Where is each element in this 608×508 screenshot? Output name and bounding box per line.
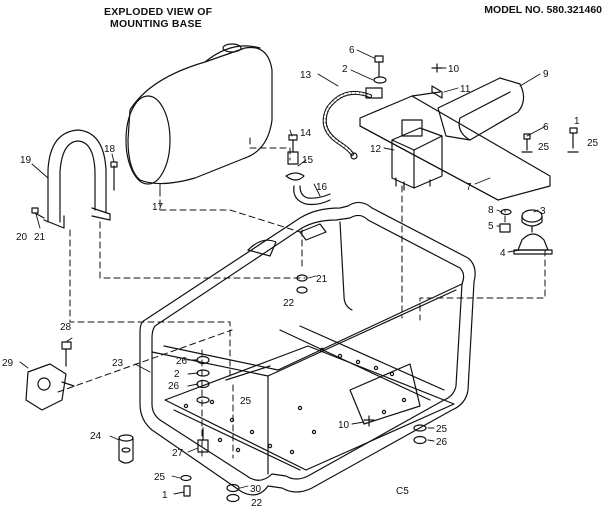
screw-1-right [567,127,579,153]
callout-17: 17 [152,202,164,213]
callout-30: 30 [250,484,262,495]
washer-21-center [296,274,308,282]
engine-cover [437,77,525,141]
callout-1-right: 1 [574,116,580,127]
starter-solenoid-29 [25,363,75,411]
callout-ticks [19,49,547,495]
callout-25-mid: 25 [240,396,252,407]
callout-4: 4 [500,248,506,259]
screw-6-right [521,133,533,153]
figure-code: C5 [396,486,409,497]
callout-22-low: 22 [251,498,263,508]
callout-1-low: 1 [162,490,168,501]
callout-26-right: 26 [436,437,448,448]
washer-25-low [180,474,192,482]
callout-27: 27 [172,448,184,459]
screw-18 [110,161,118,191]
screw-20 [31,207,45,219]
nut-22-center [296,286,308,294]
washer-8 [500,208,512,216]
callout-14: 14 [300,128,312,139]
callout-13: 13 [300,70,312,81]
callout-21-left: 21 [34,232,46,243]
battery [391,119,443,191]
callout-8: 8 [488,205,494,216]
screw-1-low [183,485,191,497]
model-number: MODEL NO. 580.321460 [484,4,602,16]
callout-6-right: 6 [543,122,549,133]
callout-29: 29 [2,358,14,369]
hose-clamp [285,172,305,181]
nut-11 [431,85,443,99]
fuel-tank [125,43,273,185]
callout-25-right-top: 25 [587,138,599,149]
callout-3: 3 [540,206,546,217]
lockwasher-26-right [413,435,427,445]
callout-23: 23 [112,358,124,369]
nut-10-low [363,415,375,427]
mounting-frame [139,201,476,496]
washer-25-right [413,424,427,432]
callout-26-a: 26 [176,356,188,367]
callout-11: 11 [460,84,471,95]
title-line-1: EXPLODED VIEW OF [104,6,213,18]
screw-28 [61,341,72,367]
rubber-foot-24 [118,434,134,464]
washer-2-top [373,76,387,84]
leader-lines [57,137,546,461]
callout-22-center: 22 [283,298,295,309]
callout-12: 12 [370,144,382,155]
screw-6-top [374,55,384,77]
washer-2-left [196,369,210,377]
nut-22-low [226,493,240,503]
washer-25-mid [196,396,210,404]
callout-5: 5 [488,221,494,232]
title-line-2: MOUNTING BASE [110,18,202,30]
battery-cable [322,87,383,160]
callout-25-right: 25 [538,142,550,153]
isolator-mount-3 [521,209,543,227]
washer-30 [226,483,240,493]
callout-15: 15 [302,155,314,166]
diagram-title: EXPLODED VIEW OF MOUNTING BASE [104,6,254,30]
callout-26-b: 26 [168,381,180,392]
callout-2-top: 2 [342,64,348,75]
callout-6-top: 6 [349,45,355,56]
callout-25-low: 25 [154,472,166,483]
callout-numbers: 1 1 2 2 3 4 5 6 6 7 8 9 10 10 11 12 13 1… [2,45,599,508]
callout-9: 9 [543,69,549,80]
fuel-valve [287,134,299,165]
callout-20: 20 [16,232,28,243]
tank-cap [222,43,242,53]
callout-28: 28 [60,322,72,333]
fuel-line [293,185,331,206]
callout-24: 24 [90,431,102,442]
tank-strap [43,129,111,229]
callout-16: 16 [316,182,328,193]
callout-2-left: 2 [174,369,180,380]
callout-10-top: 10 [448,64,460,75]
callout-25-lower-right: 25 [436,424,448,435]
nut-5 [499,223,511,233]
callout-18: 18 [104,144,116,155]
battery-tray [359,91,551,201]
callout-19: 19 [20,155,32,166]
callout-7: 7 [466,182,472,193]
callout-21-center: 21 [316,274,328,285]
isolator-mount-4 [513,225,553,255]
callout-10-low: 10 [338,420,350,431]
